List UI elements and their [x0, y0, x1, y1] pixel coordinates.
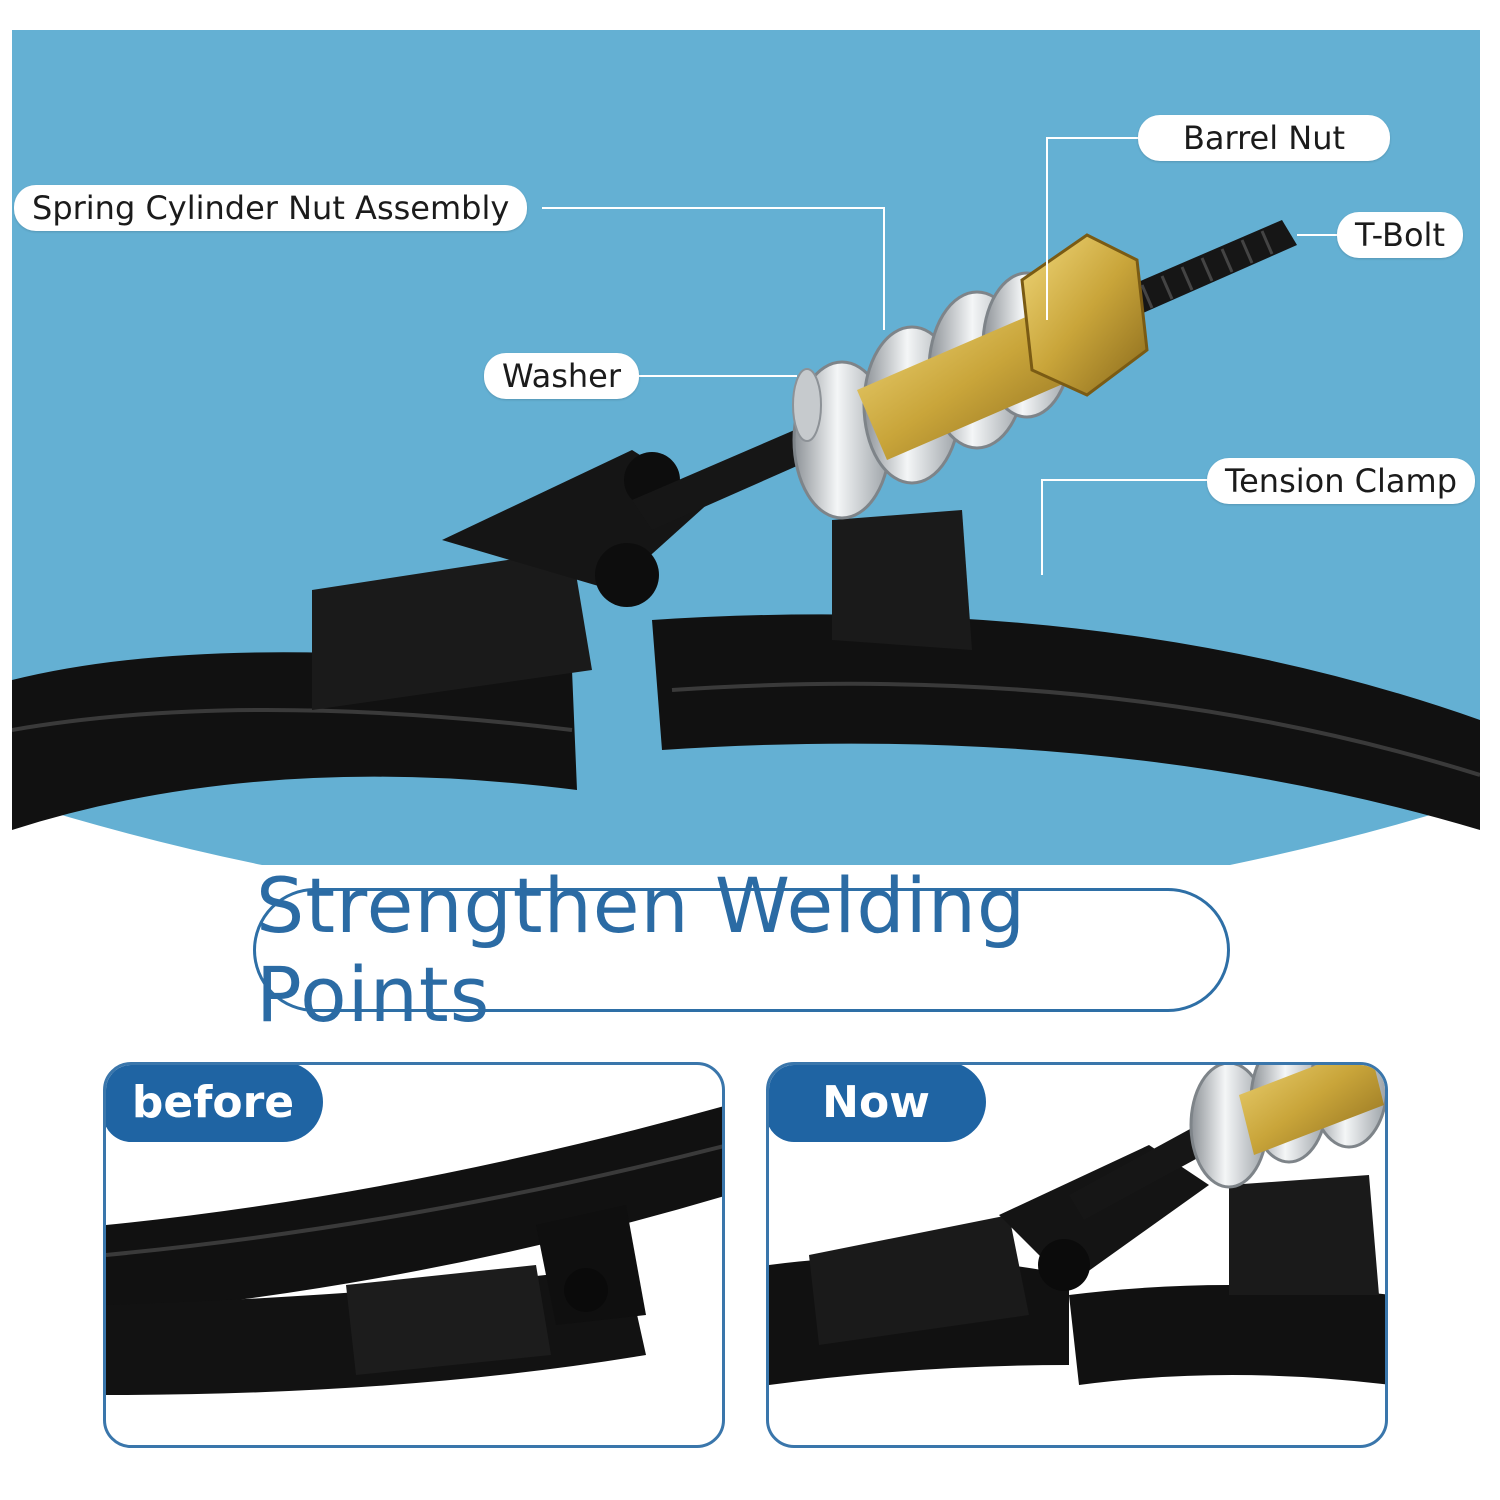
- clamp-assembly-illustration: [12, 137, 1480, 865]
- panel-bottom-curve: [12, 800, 1480, 865]
- callout-tension-clamp: Tension Clamp: [1207, 458, 1475, 504]
- product-hero-panel: [12, 30, 1480, 865]
- weld-plate-right: [832, 510, 972, 650]
- before-clamp-photo: [106, 1106, 722, 1395]
- callout-leader-lines: [542, 137, 1337, 575]
- headline-banner: Strengthen Welding Points: [253, 861, 1230, 1039]
- callout-spring-cylinder-nut-assembly: Spring Cylinder Nut Assembly: [14, 185, 528, 231]
- headline-text: Strengthen Welding Points: [256, 861, 1027, 1039]
- now-weld-plate: [1229, 1175, 1379, 1295]
- now-comparison-panel: Now: [766, 1062, 1388, 1448]
- now-tag: Now: [769, 1065, 986, 1142]
- now-clamp-photo: [769, 1065, 1385, 1385]
- washer-ring: [792, 368, 822, 442]
- callout-washer: Washer: [484, 353, 639, 399]
- barrel-nut-hex: [1020, 233, 1149, 397]
- brass-barrel: [857, 310, 1072, 460]
- bolt-threads: [1140, 230, 1274, 309]
- callout-t-bolt: T-Bolt: [1337, 212, 1463, 258]
- callout-barrel-nut: Barrel Nut: [1138, 115, 1390, 161]
- before-weld-plate: [346, 1265, 551, 1375]
- before-tag: before: [106, 1065, 323, 1142]
- clamp-band-left: [12, 652, 577, 830]
- before-comparison-panel: before: [103, 1062, 725, 1448]
- weld-plate-left: [312, 550, 592, 710]
- clamp-band-right: [652, 614, 1480, 830]
